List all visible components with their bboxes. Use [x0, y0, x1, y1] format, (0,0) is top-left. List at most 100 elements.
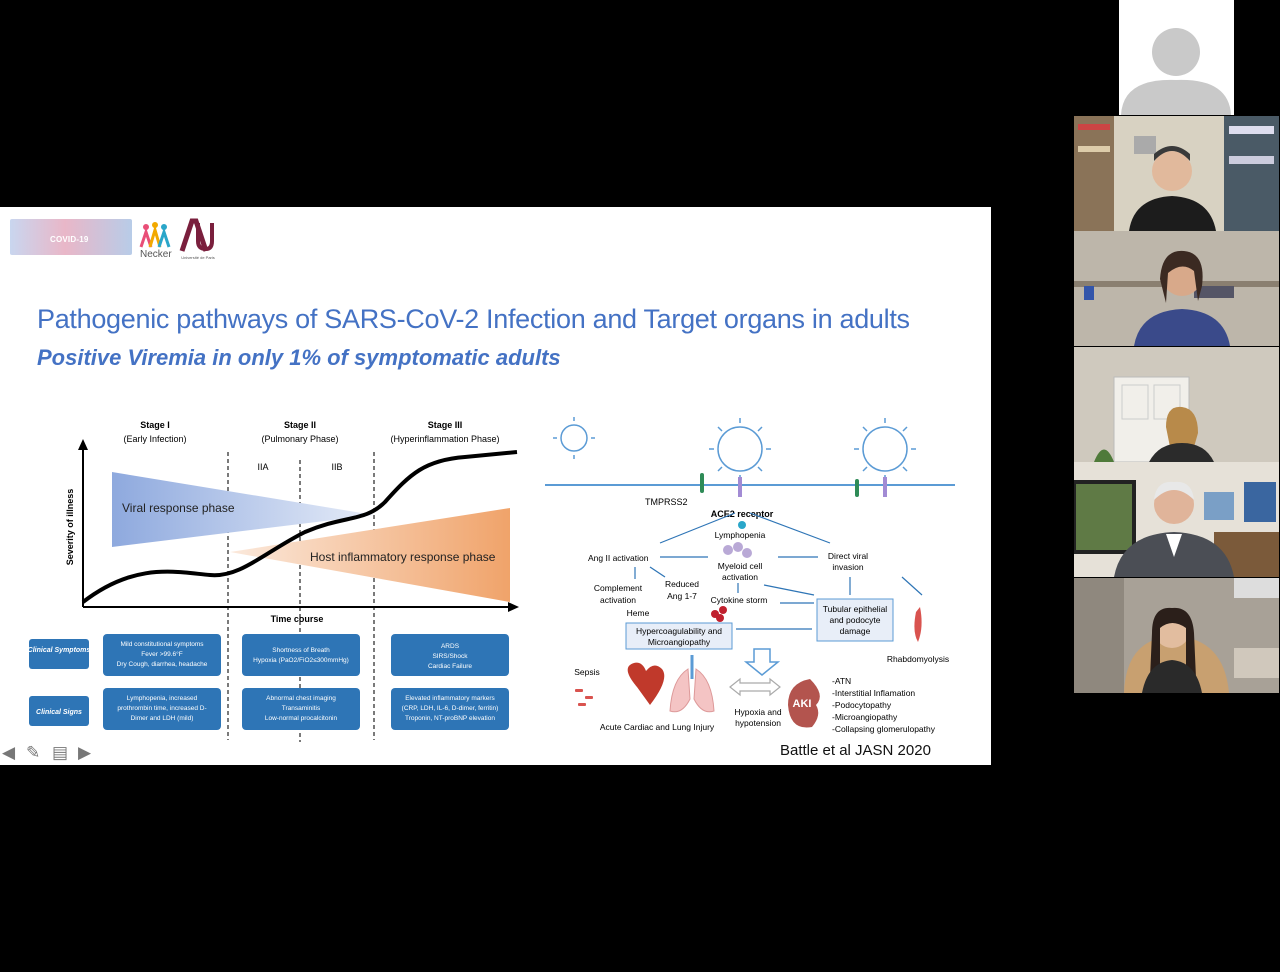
x-axis-label: Time course — [271, 614, 324, 624]
svg-text:invasion: invasion — [832, 562, 863, 572]
svg-text:Hypercoagulability and: Hypercoagulability and — [636, 626, 722, 636]
clinical-signs-row: Clinical Signs Lymphopenia, increased pr… — [29, 688, 509, 730]
slide-menu-icon[interactable]: ▤ — [52, 743, 69, 762]
clinical-symptoms-row: Clinical Symptoms Mild constitutional sy… — [28, 634, 509, 676]
svg-text:Myeloid cell: Myeloid cell — [718, 561, 763, 571]
cytokine-label: Cytokine storm — [711, 595, 768, 605]
svg-text:Mild constitutional symptoms: Mild constitutional symptoms — [120, 641, 204, 648]
stage-3-sub: (Hyperinflammation Phase) — [390, 434, 499, 444]
participant-tile-1[interactable] — [1074, 0, 1279, 115]
forward-arrow-icon[interactable]: ▶ — [78, 743, 92, 762]
svg-text:-Podocytopathy: -Podocytopathy — [832, 700, 892, 710]
svg-text:Direct viral: Direct viral — [828, 551, 868, 561]
svg-text:(CRP, LDH, IL-6, D-dimer, ferr: (CRP, LDH, IL-6, D-dimer, ferritin) — [402, 705, 499, 712]
svg-text:Complement: Complement — [594, 583, 643, 593]
lymphopenia-label: Lymphopenia — [715, 530, 766, 540]
participant-video — [1074, 116, 1279, 231]
participant-tile-6[interactable] — [1074, 578, 1279, 693]
svg-text:and podocyte: and podocyte — [829, 615, 880, 625]
svg-text:SIRS/Shock: SIRS/Shock — [432, 653, 468, 660]
svg-text:Clinical Symptoms: Clinical Symptoms — [28, 647, 91, 654]
sub-stage-iib: IIB — [331, 462, 342, 472]
svg-text:-Interstitial Inflamation: -Interstitial Inflamation — [832, 688, 915, 698]
svg-text:Clinical Signs: Clinical Signs — [36, 709, 82, 716]
lungs-icon — [669, 668, 715, 713]
participant-video — [1074, 462, 1279, 577]
svg-text:-Collapsing glomerulopathy: -Collapsing glomerulopathy — [832, 724, 936, 734]
svg-text:prothrombin time, increased D-: prothrombin time, increased D- — [117, 705, 206, 712]
stage-labels: Stage I (Early Infection) Stage II (Pulm… — [123, 420, 499, 472]
svg-text:activation: activation — [600, 595, 636, 605]
participant-video — [1074, 347, 1279, 462]
viral-phase-label: Viral response phase — [122, 501, 235, 515]
slide-title: Pathogenic pathways of SARS-CoV-2 Infect… — [37, 304, 910, 334]
user-silhouette-icon — [1121, 28, 1231, 115]
participant-tile-3[interactable] — [1074, 231, 1279, 346]
svg-text:Reduced: Reduced — [665, 579, 699, 589]
svg-text:damage: damage — [840, 626, 871, 636]
participant-video — [1074, 231, 1279, 346]
svg-text:Dimer and LDH (mild): Dimer and LDH (mild) — [131, 715, 194, 722]
tmprss2-label: TMPRSS2 — [645, 497, 688, 507]
kidney-icon — [788, 679, 820, 728]
stage-2-sub: (Pulmonary Phase) — [261, 434, 338, 444]
svg-text:ARDS: ARDS — [441, 643, 460, 650]
rhabdo-label: Rhabdomyolysis — [887, 654, 949, 664]
ang2-label: Ang II activation — [588, 553, 649, 563]
back-arrow-icon[interactable]: ◀ — [2, 743, 16, 762]
svg-text:-ATN: -ATN — [832, 676, 851, 686]
avatar — [1119, 0, 1234, 115]
stage-3-name: Stage III — [428, 420, 463, 430]
down-arrow-icon — [743, 648, 781, 676]
pathway-arrows — [634, 512, 923, 630]
svg-text:Troponin, NT-proBNP elevation: Troponin, NT-proBNP elevation — [405, 715, 495, 722]
svg-text:Microangiopathy: Microangiopathy — [648, 637, 711, 647]
slide-subtitle: Positive Viremia in only 1% of symptomat… — [37, 345, 561, 370]
aki-label: AKI — [793, 698, 812, 710]
pathway-diagram: TMPRSS2 ACE2 receptor Lymphopenia Myeloi… — [545, 417, 955, 734]
stage-1-name: Stage I — [140, 420, 170, 430]
svg-text:hypotension: hypotension — [735, 718, 781, 728]
svg-text:activation: activation — [722, 572, 758, 582]
svg-text:Abnormal chest imaging: Abnormal chest imaging — [266, 695, 336, 702]
host-phase-wedge — [230, 508, 510, 602]
svg-text:-Microangiopathy: -Microangiopathy — [832, 712, 898, 722]
covid-banner-logo: COVID-19 — [10, 219, 132, 255]
svg-text:Transaminitis: Transaminitis — [282, 705, 321, 712]
virus-icon — [553, 417, 916, 480]
participant-tile-2[interactable] — [1074, 116, 1279, 231]
host-phase-label: Host inflammatory response phase — [310, 550, 496, 564]
viral-phase-wedge — [112, 472, 374, 547]
aki-list: -ATN -Interstitial Inflamation -Podocyto… — [832, 676, 936, 734]
severity-curve — [81, 450, 518, 604]
pencil-icon[interactable]: ✎ — [26, 743, 41, 762]
y-axis-label: Severity of illness — [65, 489, 75, 566]
shared-slide: COVID-19 Necker Université de Paris Path… — [0, 207, 991, 765]
svg-text:Tubular epithelial: Tubular epithelial — [823, 604, 888, 614]
heme-label: Heme — [627, 608, 650, 618]
double-arrow-icon — [729, 677, 781, 697]
sepsis-label: Sepsis — [574, 667, 600, 677]
universite-de-paris-logo: Université de Paris — [178, 215, 215, 263]
svg-text:Low-normal procalcitonin: Low-normal procalcitonin — [265, 715, 338, 722]
cardiac-lung-label: Acute Cardiac and Lung Injury — [600, 722, 715, 732]
svg-text:Ang 1-7: Ang 1-7 — [667, 591, 697, 601]
sub-stage-iia: IIA — [257, 462, 268, 472]
svg-text:Cardiac Failure: Cardiac Failure — [428, 663, 472, 670]
svg-text:Lymphopenia, increased: Lymphopenia, increased — [127, 695, 198, 702]
svg-text:Shortness of Breath: Shortness of Breath — [272, 647, 330, 654]
slide-citation: Battle et al JASN 2020 — [780, 742, 931, 759]
svg-text:Elevated inflammatory markers: Elevated inflammatory markers — [405, 695, 495, 702]
svg-text:Fever >99.6°F: Fever >99.6°F — [141, 650, 182, 658]
svg-text:Dry Cough, diarrhea, headache: Dry Cough, diarrhea, headache — [117, 661, 208, 668]
muscle-icon — [914, 607, 922, 642]
ace2-label: ACE2 receptor — [711, 509, 774, 519]
svg-text:Hypoxia (PaO2/FiO2≤300mmHg): Hypoxia (PaO2/FiO2≤300mmHg) — [253, 657, 349, 664]
stage-2-name: Stage II — [284, 420, 316, 430]
svg-text:Hypoxia and: Hypoxia and — [734, 707, 782, 717]
participant-tile-5[interactable] — [1074, 462, 1279, 577]
participant-tile-4[interactable] — [1074, 347, 1279, 462]
participant-video — [1074, 578, 1279, 693]
stage-1-sub: (Early Infection) — [123, 434, 186, 444]
heart-icon — [627, 662, 665, 705]
